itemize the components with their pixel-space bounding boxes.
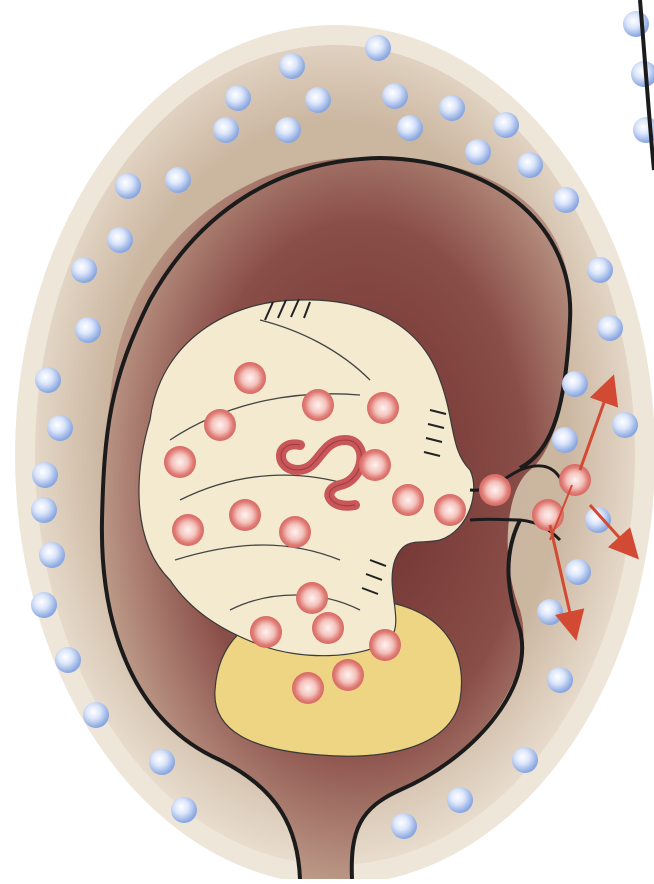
blue-sphere-icon: [447, 787, 473, 813]
red-sphere-icon: [332, 659, 364, 691]
red-sphere-icon: [234, 362, 266, 394]
blue-sphere-icon: [83, 702, 109, 728]
blue-sphere-icon: [47, 415, 73, 441]
blue-sphere-icon: [149, 749, 175, 775]
blue-sphere-icon: [32, 462, 58, 488]
blue-sphere-icon: [391, 813, 417, 839]
red-sphere-icon: [172, 514, 204, 546]
blue-sphere-icon: [585, 507, 611, 533]
blue-sphere-icon: [75, 317, 101, 343]
blue-sphere-icon: [553, 187, 579, 213]
blue-sphere-icon: [552, 427, 578, 453]
red-sphere-icon: [292, 672, 324, 704]
blue-sphere-icon: [71, 257, 97, 283]
red-sphere-icon: [367, 392, 399, 424]
blue-sphere-icon: [213, 117, 239, 143]
blue-sphere-icon: [31, 592, 57, 618]
blue-sphere-icon: [587, 257, 613, 283]
red-sphere-icon: [559, 464, 591, 496]
blue-sphere-icon: [225, 85, 251, 111]
red-sphere-icon: [369, 629, 401, 661]
blue-sphere-icon: [275, 117, 301, 143]
blue-sphere-icon: [55, 647, 81, 673]
blue-sphere-icon: [165, 167, 191, 193]
blue-sphere-icon: [107, 227, 133, 253]
red-sphere-icon: [479, 474, 511, 506]
blue-sphere-icon: [537, 599, 563, 625]
blue-sphere-icon: [39, 542, 65, 568]
blue-sphere-icon: [623, 11, 649, 37]
blue-sphere-icon: [31, 497, 57, 523]
red-sphere-icon: [204, 409, 236, 441]
blue-sphere-icon: [439, 95, 465, 121]
red-sphere-icon: [312, 612, 344, 644]
blue-sphere-icon: [397, 115, 423, 141]
blue-sphere-icon: [597, 315, 623, 341]
blue-sphere-icon: [171, 797, 197, 823]
red-sphere-icon: [359, 449, 391, 481]
blue-sphere-icon: [493, 112, 519, 138]
blue-sphere-icon: [562, 371, 588, 397]
red-sphere-icon: [250, 616, 282, 648]
red-sphere-icon: [279, 516, 311, 548]
red-sphere-icon: [434, 494, 466, 526]
blue-sphere-icon: [631, 61, 654, 87]
blue-sphere-icon: [305, 87, 331, 113]
blue-sphere-icon: [115, 173, 141, 199]
blue-sphere-icon: [35, 367, 61, 393]
blue-sphere-icon: [279, 53, 305, 79]
blue-sphere-icon: [465, 139, 491, 165]
red-sphere-icon: [302, 389, 334, 421]
blue-sphere-icon: [612, 412, 638, 438]
red-sphere-icon: [296, 582, 328, 614]
red-sphere-icon: [164, 446, 196, 478]
blue-sphere-icon: [547, 667, 573, 693]
blue-sphere-icon: [565, 559, 591, 585]
blue-sphere-icon: [365, 35, 391, 61]
blue-sphere-icon: [512, 747, 538, 773]
red-sphere-icon: [229, 499, 261, 531]
blue-sphere-icon: [382, 83, 408, 109]
red-sphere-icon: [392, 484, 424, 516]
blue-sphere-icon: [517, 152, 543, 178]
